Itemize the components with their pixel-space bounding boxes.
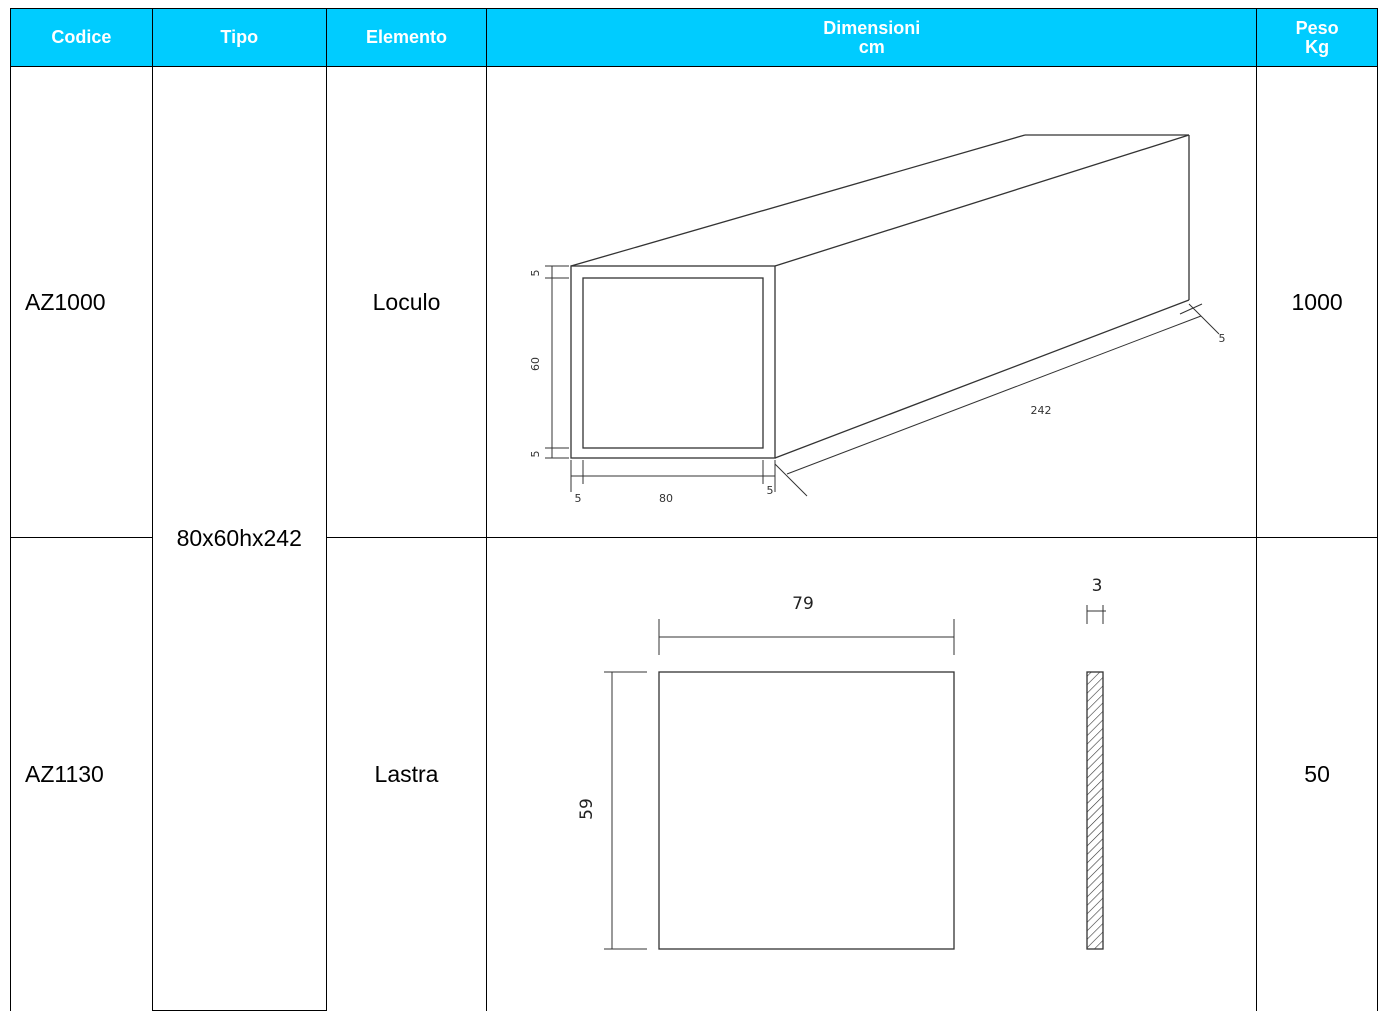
header-peso: Peso Kg xyxy=(1256,8,1378,67)
header-tipo: Tipo xyxy=(151,8,327,67)
lastra-dim-thickness: 3 xyxy=(1091,576,1102,596)
header-codice: Codice xyxy=(10,8,153,67)
elemento-cell: Lastra xyxy=(325,537,488,1011)
peso-cell: 50 xyxy=(1256,537,1378,1011)
table-row: AZ1130 Lastra xyxy=(10,537,1378,1011)
dim-width: 80 xyxy=(659,492,673,505)
header-elemento: Elemento xyxy=(325,8,488,67)
header-row: Codice Tipo Elemento Dimensioni cm Peso … xyxy=(10,8,1378,67)
header-dimensioni: Dimensioni cm xyxy=(486,8,1258,67)
dimensioni-cell: 79 59 3 xyxy=(486,537,1258,1011)
lastra-drawing: 79 59 3 xyxy=(577,576,1106,950)
dimensioni-cell: 5 60 5 5 80 5 242 5 xyxy=(486,66,1258,538)
elemento-cell: Loculo xyxy=(325,66,488,538)
dim-wall-bottom: 5 xyxy=(529,451,542,458)
dim-wall-back: 5 xyxy=(1218,332,1225,345)
products-table: Codice Tipo Elemento Dimensioni cm Peso … xyxy=(10,8,1378,1011)
dim-wall-left: 5 xyxy=(574,492,581,505)
dim-wall-right: 5 xyxy=(766,484,773,497)
header-peso-unit: Kg xyxy=(1305,36,1330,57)
header-dimensioni-unit: cm xyxy=(858,36,885,57)
header-peso-label: Peso xyxy=(1295,17,1339,38)
dim-wall-top: 5 xyxy=(529,270,542,277)
codice-cell: AZ1130 xyxy=(10,537,153,1011)
dim-length: 242 xyxy=(1030,404,1051,417)
lastra-dim-width: 79 xyxy=(792,594,814,614)
peso-cell: 1000 xyxy=(1256,66,1378,538)
header-dimensioni-label: Dimensioni xyxy=(823,17,921,38)
table-row: AZ1000 80x60hx242 Loculo xyxy=(10,66,1378,1011)
tipo-cell: 80x60hx242 xyxy=(151,66,327,1011)
lastra-dim-height: 59 xyxy=(577,798,597,820)
dim-height: 60 xyxy=(529,357,542,371)
loculo-drawing: 5 60 5 5 80 5 242 5 xyxy=(529,134,1225,505)
codice-cell: AZ1000 xyxy=(10,66,153,538)
